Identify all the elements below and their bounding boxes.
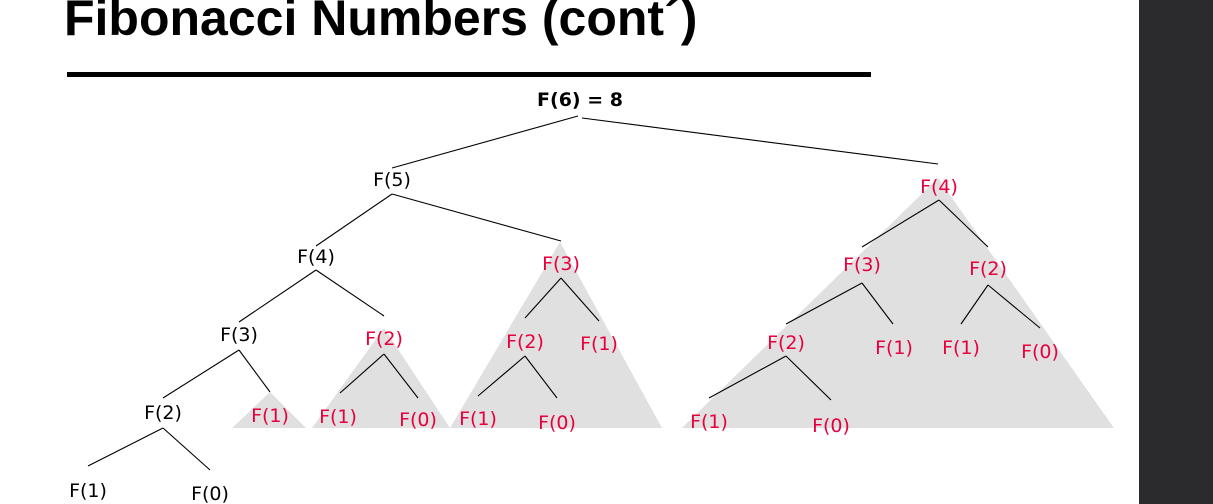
tree-node-f2-r: F(2) bbox=[767, 332, 805, 354]
edge-f2-b-to-f1-b bbox=[339, 353, 385, 394]
edge-f2-rr-to-f1-rr1 bbox=[960, 284, 989, 325]
tree-node-f1-a: F(1) bbox=[251, 405, 289, 427]
edge-root-to-f5 bbox=[391, 115, 579, 169]
tree-node-f2-b: F(2) bbox=[365, 328, 403, 350]
edge-f4-l-to-f3-l bbox=[238, 269, 317, 323]
tree-node-f1-ll: F(1) bbox=[69, 480, 107, 502]
shade-f2-b bbox=[312, 328, 450, 428]
tree-node-f0-rr: F(0) bbox=[1021, 341, 1059, 363]
edge-f3-c-to-f2-c bbox=[524, 277, 562, 319]
edge-f2-rr-to-f0-rr bbox=[987, 284, 1041, 329]
tree-node-f1-b: F(1) bbox=[319, 406, 357, 428]
edge-root-to-f4-r bbox=[581, 117, 939, 165]
tree-node-f2-rr: F(2) bbox=[969, 258, 1007, 280]
tree-node-f3-l: F(3) bbox=[220, 324, 258, 346]
tree-node-f0-ll: F(0) bbox=[191, 483, 229, 504]
title-underline bbox=[67, 72, 871, 77]
tree-node-f3-c: F(3) bbox=[542, 253, 580, 275]
tree-node-f4-l: F(4) bbox=[297, 246, 335, 268]
shade-f4-r bbox=[682, 178, 1114, 428]
edge-f3-r-to-f1-r3 bbox=[861, 282, 894, 325]
tree-node-f1-rr1: F(1) bbox=[942, 337, 980, 359]
side-panel bbox=[1139, 0, 1213, 504]
tree-node-f0-b: F(0) bbox=[399, 409, 437, 431]
recursion-tree-diagram: F(6) = 8 F(5) F(4) F(3) F(2) F(1) F(0) F(1) F(2… bbox=[69, 89, 1114, 504]
edge-f3-r-to-f2-r bbox=[785, 282, 863, 325]
slide-title: Fibonacci Numbers (cont´) bbox=[64, 0, 698, 46]
tree-node-f4-r: F(4) bbox=[920, 176, 958, 198]
edge-f2-r-to-f0-r2 bbox=[785, 355, 832, 401]
tree-node-f1-c: F(1) bbox=[580, 333, 618, 355]
edge-f2-r-to-f1-r2 bbox=[708, 355, 787, 399]
edge-f4-r-to-f2-rr bbox=[938, 199, 989, 248]
edge-f2-l-to-f0-ll bbox=[162, 427, 211, 471]
tree-node-f3-r: F(3) bbox=[843, 254, 881, 276]
tree-node-f1-r2: F(1) bbox=[690, 411, 728, 433]
root-node-label: F(6) = 8 bbox=[537, 89, 623, 111]
edge-f3-c-to-f1-c bbox=[560, 277, 600, 322]
repeated-subtree-shading bbox=[232, 178, 1114, 428]
tree-edges bbox=[87, 115, 1041, 471]
edge-f2-b-to-f0-b bbox=[383, 353, 419, 399]
tree-nodes: F(5) F(4) F(3) F(2) F(1) F(0) F(1) F(2) F(1) F(0)… bbox=[69, 169, 1059, 504]
shade-f1-a bbox=[232, 392, 306, 428]
tree-node-f2-c: F(2) bbox=[506, 331, 544, 353]
edge-f4-r-to-f3-r bbox=[861, 199, 940, 248]
edge-f5-to-f4-l bbox=[315, 193, 393, 247]
edge-f4-l-to-f2-b bbox=[315, 269, 385, 317]
edge-f3-l-to-f2-l bbox=[162, 349, 240, 399]
edge-f3-l-to-f1-a bbox=[238, 349, 271, 393]
edge-f2-c-to-f1-c2 bbox=[477, 355, 526, 397]
tree-node-f0-c2: F(0) bbox=[538, 412, 576, 434]
shade-f3-c bbox=[450, 242, 662, 428]
tree-node-f2-l: F(2) bbox=[144, 402, 182, 424]
edge-f2-c-to-f0-c2 bbox=[524, 355, 558, 399]
edge-f5-to-f3-c bbox=[391, 193, 562, 242]
tree-node-f5: F(5) bbox=[373, 169, 411, 191]
tree-node-f1-r3: F(1) bbox=[875, 337, 913, 359]
tree-node-f1-c2: F(1) bbox=[459, 408, 497, 430]
tree-node-f0-r2: F(0) bbox=[812, 415, 850, 437]
edge-f2-l-to-f1-ll bbox=[87, 427, 164, 467]
